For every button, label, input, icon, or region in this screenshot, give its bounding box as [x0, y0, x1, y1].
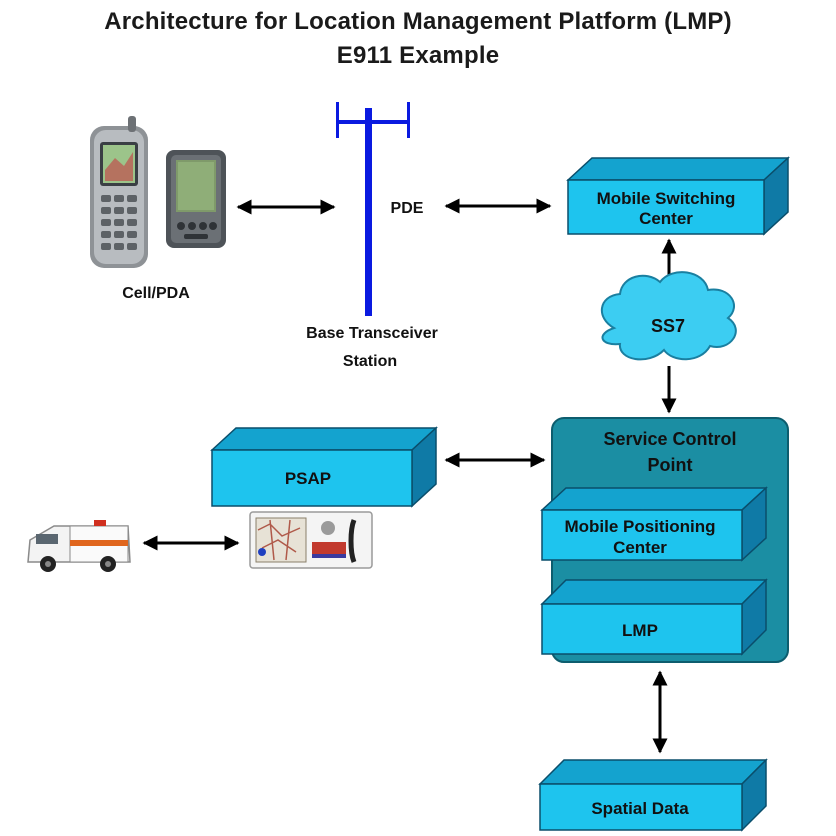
- ss7-cloud-icon: [600, 271, 737, 361]
- psap-box: [210, 426, 438, 508]
- spatial-data-box: [538, 758, 768, 832]
- base-station-tower-icon: [336, 102, 410, 316]
- pda-icon: [166, 150, 226, 248]
- ss7-label: SS7: [651, 316, 685, 336]
- spatial-data-label: Spatial Data: [591, 799, 689, 818]
- lmp-label: LMP: [622, 621, 658, 640]
- bts-label-line1: Base Transceiver: [306, 325, 438, 342]
- psap-label: PSAP: [285, 469, 331, 488]
- msc-label-line2: Center: [639, 209, 693, 228]
- diagram-subtitle: E911 Example: [336, 42, 500, 69]
- scp-label-line2: Point: [648, 455, 693, 475]
- msc-label-line1: Mobile Switching: [597, 189, 736, 208]
- dispatch-console-icon: [249, 511, 373, 569]
- mpc-label-line2: Center: [613, 538, 667, 557]
- scp-label-line1: Service Control: [603, 429, 736, 449]
- pde-label: PDE: [391, 200, 424, 217]
- ambulance-icon: [27, 520, 131, 572]
- cell-phone-icon: [90, 116, 148, 268]
- mpc-box: [540, 486, 768, 562]
- cell-pda-label: Cell/PDA: [122, 285, 190, 302]
- msc-box: [566, 156, 790, 236]
- mpc-label-line1: Mobile Positioning: [564, 517, 715, 536]
- lmp-box: [540, 578, 768, 656]
- diagram-title: Architecture for Location Management Pla…: [104, 8, 732, 35]
- bts-label-line2: Station: [343, 353, 397, 370]
